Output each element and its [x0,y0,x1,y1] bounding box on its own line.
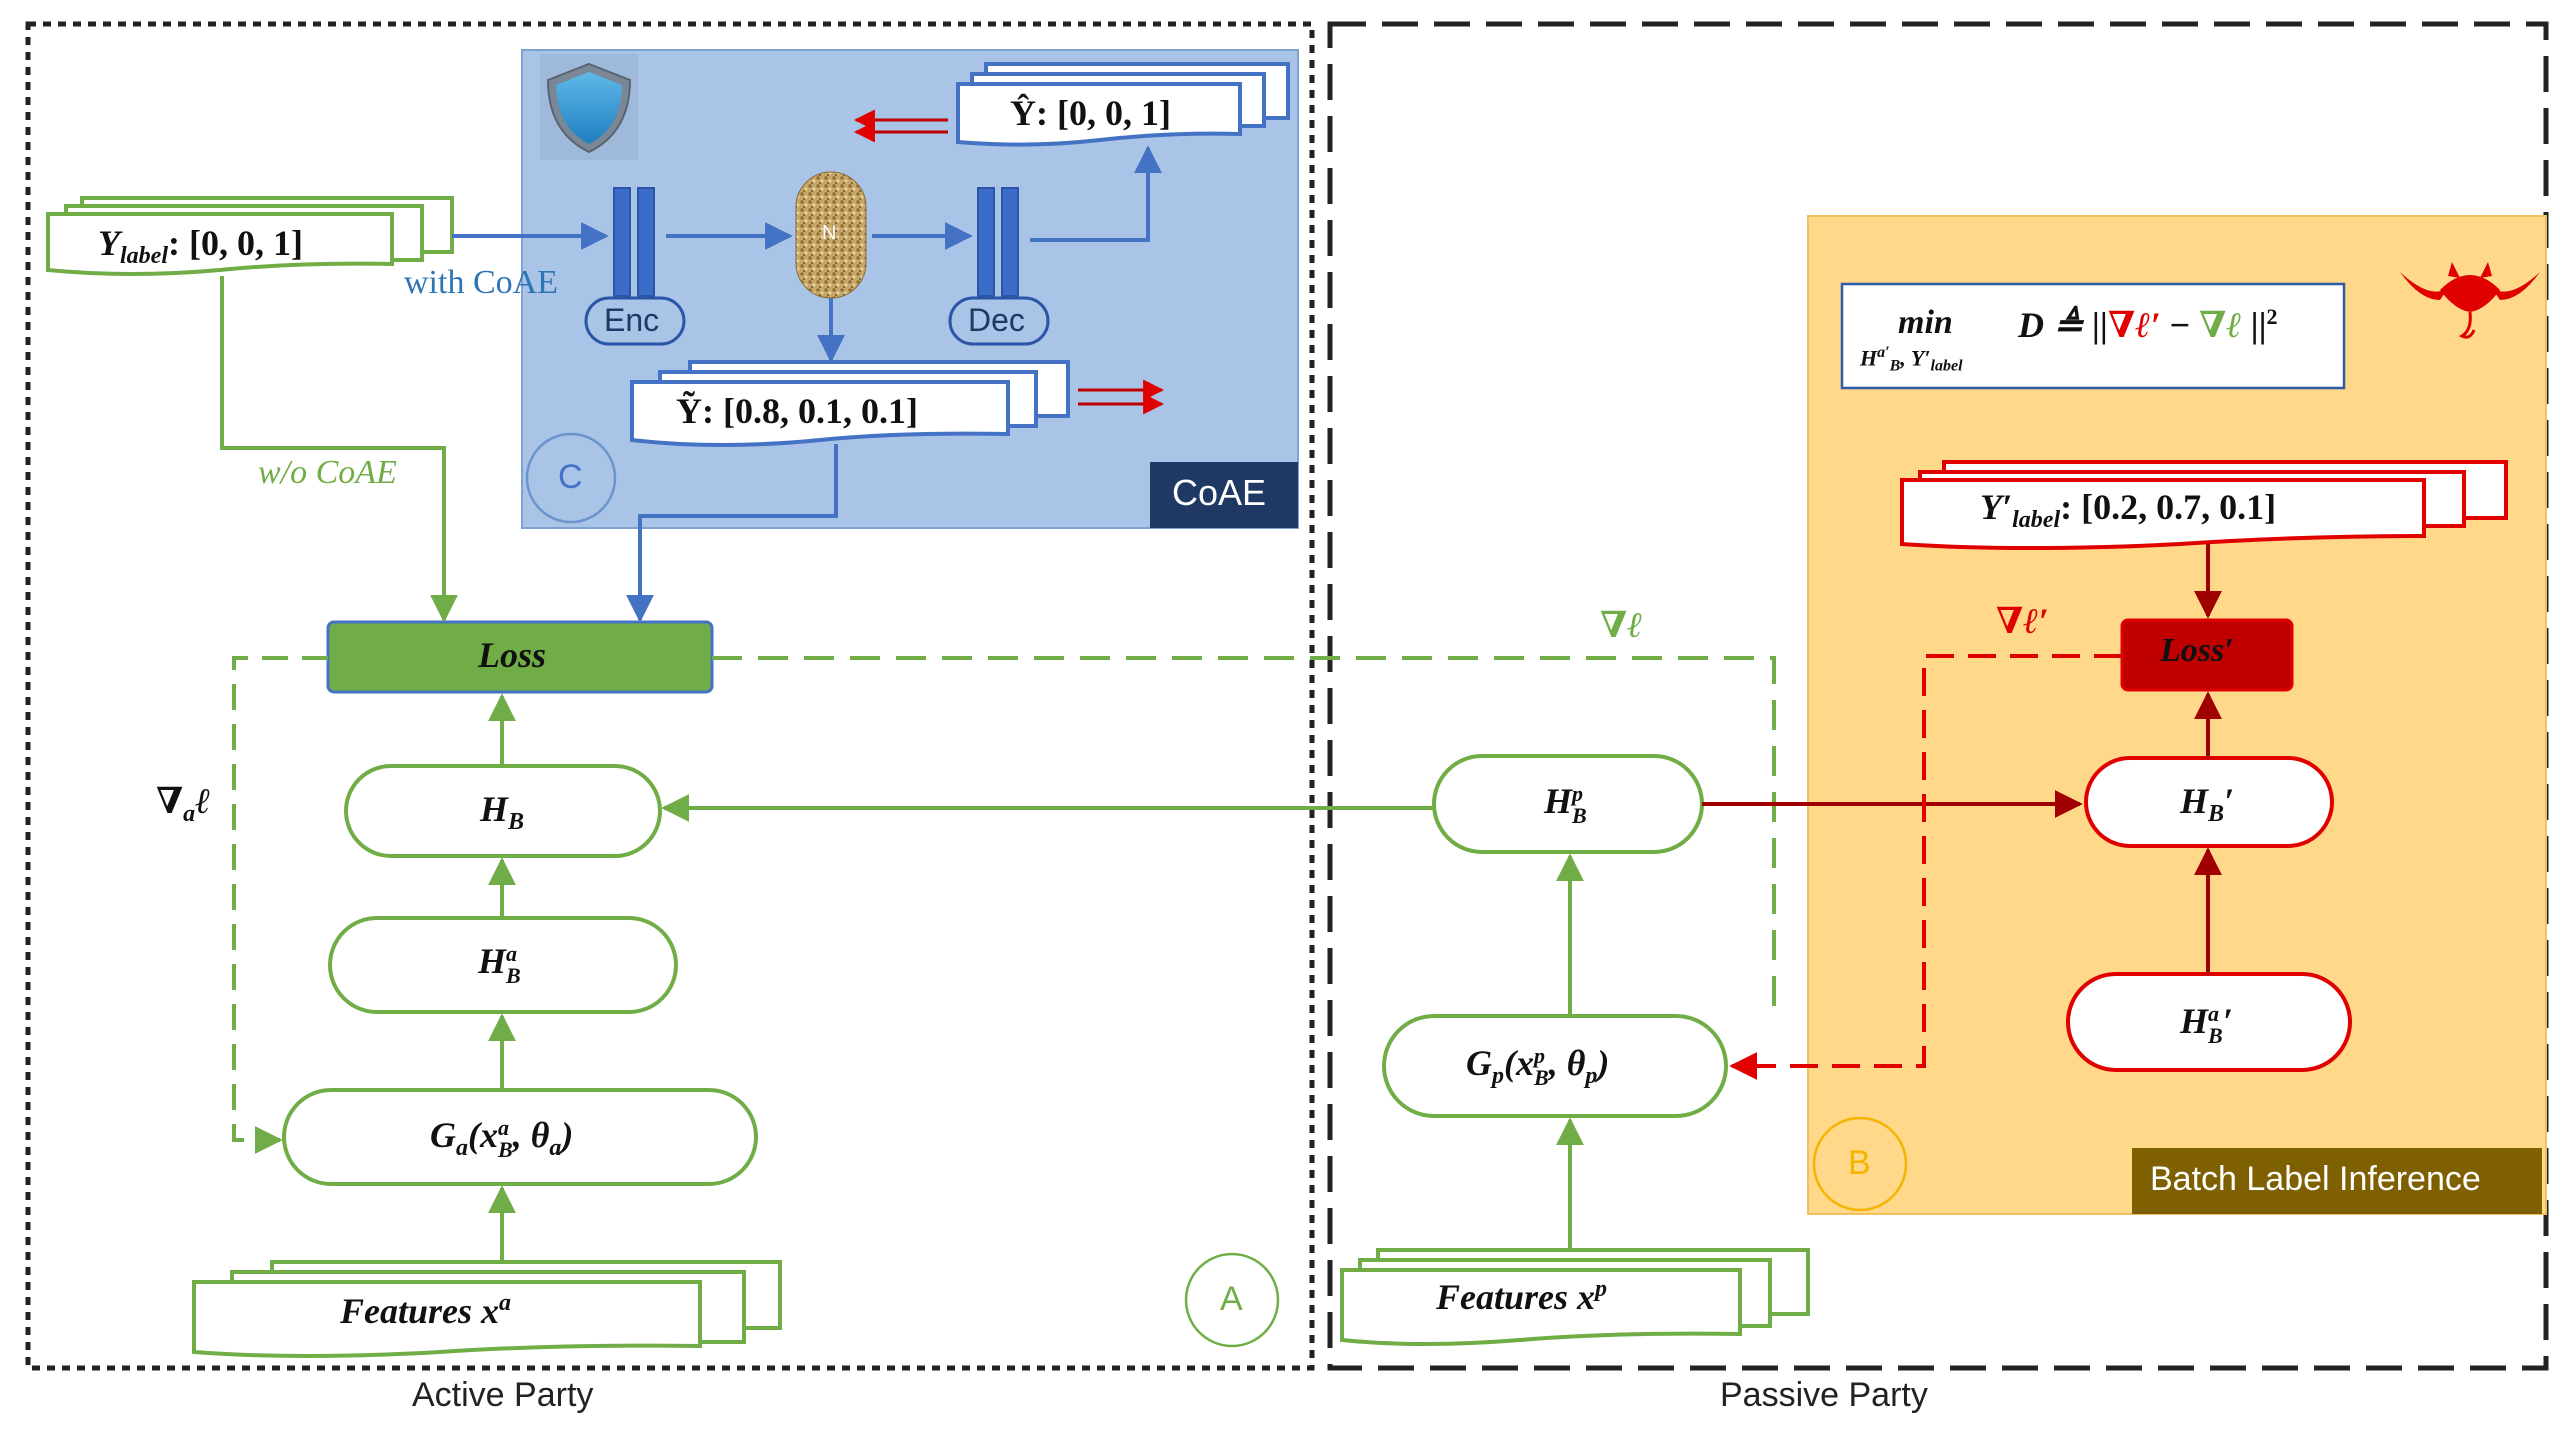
with-coae-label: with CoAE [404,264,558,301]
features-p-text: Features xp [1436,1276,1608,1317]
passive-party-label: Passive Party [1720,1376,1928,1414]
attack-circle [1812,1116,1908,1212]
attack-label-box [2132,1148,2542,1214]
coae-circle [525,432,617,524]
hb-prime-text: HB′ [2180,781,2235,828]
formula-body: D ≜ ||∇ℓ′ − ∇ℓ ||2 [2018,304,2278,345]
dec-pill [948,296,1050,346]
formula-min-sub: Ha′B, Y′label [1860,344,1963,375]
formula-min: min [1898,304,1953,341]
features-a-doc [192,1260,782,1358]
enc-pill [584,296,686,346]
coae-label-box [1150,462,1298,528]
red-double-arrows [853,109,1165,415]
encoder-bars [613,187,655,297]
y-hat-doc [956,62,1290,147]
active-circle [1184,1252,1280,1348]
coae-circle-letter: C [558,458,583,496]
ga-node [282,1088,758,1186]
enc-label: Enc [604,302,660,338]
active-circle-letter: A [1220,1280,1243,1318]
active-party-label: Active Party [412,1376,594,1414]
y-label-text: Ylabel: [0, 0, 1] [98,223,303,270]
active-party-border [25,21,1315,1371]
gp-node [1382,1014,1728,1118]
grad-passive-label: ∇ℓ [1600,605,1643,645]
attack-arrows [1702,544,2222,974]
shield-icon [540,54,638,160]
y-prime-doc [1900,460,2508,550]
dec-label: Dec [968,302,1025,338]
passive-arrows [661,794,1584,1250]
attack-circle-letter: B [1848,1144,1871,1182]
wo-coae-label: w/o CoAE [258,454,397,491]
devil-icon [2400,262,2540,339]
wo-coae-arrow [220,276,458,623]
grad-prime-label: ∇ℓ′ [1996,601,2049,641]
features-p-doc [1340,1248,1810,1346]
loss-text: Loss [478,635,547,675]
grad-prime-path [1729,654,2122,1080]
grad-a-label: ∇aℓ [156,781,211,828]
decoder-bars [977,187,1019,297]
y-prime-text: Y′label: [0.2, 0.7, 0.1] [1980,487,2277,534]
y-label-doc [46,196,454,276]
coae-box-label: CoAE [1172,472,1267,513]
features-a-text: Features xa [340,1290,512,1331]
y-tilde-text: Ỹ: [0.8, 0.1, 0.1] [676,391,918,431]
attack-box-label: Batch Label Inference [2150,1160,2481,1198]
formula-box [1840,282,2346,390]
y-hat-text: Ŷ: [0, 0, 1] [1010,93,1171,133]
grad-passive-path [712,656,1776,1010]
hb-text: HB [480,789,525,836]
y-tilde-doc [630,360,1070,447]
loss-prime-text: Loss′ [2160,632,2234,669]
coae-arrows [452,145,1162,623]
grad-a-path [232,656,328,1154]
noise-symbol: N [822,222,837,244]
